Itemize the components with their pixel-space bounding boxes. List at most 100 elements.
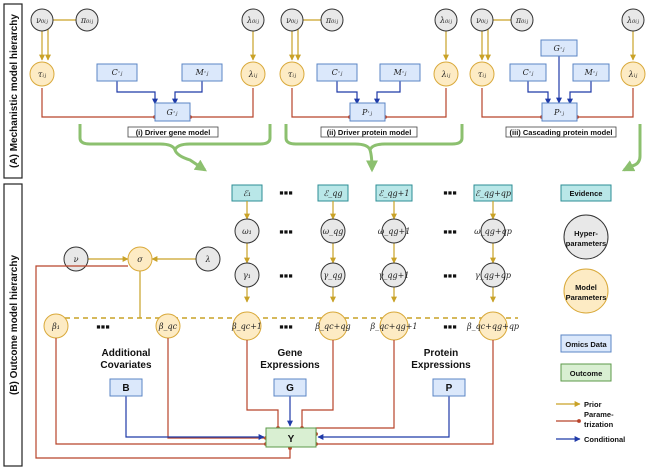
protein-lambda-hyper bbox=[434, 8, 458, 32]
legend-evidence-label: Evidence bbox=[570, 189, 603, 198]
svg-text:τᵢⱼ: τᵢⱼ bbox=[478, 70, 487, 79]
svg-text:(A) Mechanistic model hierarch: (A) Mechanistic model hierarchy bbox=[9, 14, 20, 168]
beta-to-y-lines bbox=[35, 265, 494, 459]
svg-text:M·ⱼ: M·ⱼ bbox=[195, 68, 210, 77]
ellipsis: ▪▪▪ bbox=[279, 185, 293, 200]
cascade-lambda-hyper bbox=[621, 8, 645, 32]
ellipsis: ▪▪▪ bbox=[443, 224, 457, 239]
cascade-pi-hyper bbox=[510, 8, 534, 32]
group-labels: Additional Covariates Gene Expressions P… bbox=[100, 348, 471, 371]
svg-text:G·ⱼ: G·ⱼ bbox=[553, 44, 565, 53]
omega-gamma-chains: ω₁ ▪▪▪ ω_qg ω_qg+1 ▪▪▪ ω_qg+qp γ₁ ▪▪▪ γ_… bbox=[234, 201, 512, 303]
svg-text:Y: Y bbox=[288, 434, 295, 445]
ellipsis: ▪▪▪ bbox=[279, 268, 293, 283]
protein-tau-param bbox=[279, 61, 305, 87]
driver-protein-caption: (ii) Driver protein model bbox=[327, 128, 412, 137]
gamma-qg1 bbox=[381, 262, 407, 288]
svg-text:M·ⱼ: M·ⱼ bbox=[393, 68, 408, 77]
legend-conditional-label: Conditional bbox=[584, 435, 625, 444]
nu-hyper bbox=[63, 246, 89, 272]
cascading-protein-model: ν₀ᵢⱼ π₀ᵢⱼ λ₀ᵢⱼ G·ⱼ τᵢⱼ λᵢⱼ C·ⱼ M·ⱼ P·ⱼ (… bbox=[469, 8, 646, 138]
svg-text:ℰ₁: ℰ₁ bbox=[243, 189, 251, 198]
legend-omics-swatch bbox=[560, 334, 612, 353]
svg-text:π₀ᵢⱼ: π₀ᵢⱼ bbox=[515, 16, 529, 25]
genes-g-box bbox=[273, 378, 307, 397]
driver-protein-model: ν₀ᵢⱼ π₀ᵢⱼ λ₀ᵢⱼ τᵢⱼ λᵢⱼ C·ⱼ M·ⱼ P·ⱼ (ii) … bbox=[279, 8, 459, 138]
driver-gene-caption: (i) Driver gene model bbox=[136, 128, 211, 137]
svg-text:ω₁: ω₁ bbox=[242, 227, 252, 236]
cascade-lambdaij-param bbox=[620, 61, 646, 87]
gene-tau-param bbox=[29, 61, 55, 87]
svg-text:β_qc+qg+qp: β_qc+qg+qp bbox=[466, 322, 519, 331]
protein-nu-hyper bbox=[280, 8, 304, 32]
legend-outcome-label: Outcome bbox=[570, 369, 603, 378]
svg-text:P·ⱼ: P·ⱼ bbox=[361, 108, 373, 117]
section-b-label: (B) Outcome model hierarchy bbox=[3, 183, 23, 467]
cascade-c-box bbox=[509, 63, 547, 82]
svg-text:λᵢⱼ: λᵢⱼ bbox=[248, 70, 259, 79]
sigma-param bbox=[127, 246, 153, 272]
svg-text:τᵢⱼ: τᵢⱼ bbox=[38, 70, 47, 79]
legend-params-swatch bbox=[563, 268, 609, 314]
omega-1 bbox=[234, 218, 260, 244]
svg-text:P·ⱼ: P·ⱼ bbox=[553, 108, 565, 117]
cascade-tau-param bbox=[469, 61, 495, 87]
svg-text:ν: ν bbox=[74, 255, 79, 264]
svg-text:ω_qg: ω_qg bbox=[323, 227, 344, 236]
svg-text:ν₀ᵢⱼ: ν₀ᵢⱼ bbox=[36, 16, 49, 25]
gene-c-box bbox=[96, 63, 138, 82]
legend-omics-label: Omics Data bbox=[565, 340, 607, 349]
protein-p-box bbox=[349, 102, 386, 122]
beta-row: β₁ ▪▪▪ β_qc β_qc+1 ▪▪▪ β_qc+qg β_qc+qg+1… bbox=[43, 311, 519, 341]
svg-text:P: P bbox=[446, 383, 453, 394]
svg-text:τᵢⱼ: τᵢⱼ bbox=[288, 70, 297, 79]
svg-text:C·ⱼ: C·ⱼ bbox=[332, 68, 344, 77]
legend-param-label-2: trization bbox=[584, 420, 614, 429]
svg-text:C·ⱼ: C·ⱼ bbox=[523, 68, 535, 77]
protein-lambdaij-param bbox=[433, 61, 459, 87]
protein-m-box bbox=[379, 63, 421, 82]
gamma-1 bbox=[234, 262, 260, 288]
legend-prior-label: Prior bbox=[584, 400, 602, 409]
cascade-g-box bbox=[540, 39, 578, 57]
svg-text:β_qc+qg+1: β_qc+qg+1 bbox=[370, 322, 418, 331]
variance-hyperpriors: ν σ λ bbox=[63, 246, 221, 318]
cascade-p-box bbox=[541, 102, 578, 122]
svg-text:ℰ_qg: ℰ_qg bbox=[323, 189, 342, 198]
gene-lambda-hyper bbox=[241, 8, 265, 32]
svg-text:G·ⱼ: G·ⱼ bbox=[166, 108, 178, 117]
genes-label-2: Expressions bbox=[260, 360, 320, 371]
svg-text:β_qc: β_qc bbox=[158, 322, 178, 331]
svg-text:β_qc+1: β_qc+1 bbox=[231, 322, 262, 331]
legend: Evidence Hyper- parameters Model Paramet… bbox=[556, 184, 625, 444]
genes-label-1: Gene bbox=[277, 348, 302, 359]
protein-pi-hyper bbox=[320, 8, 344, 32]
gamma-qgp bbox=[480, 262, 506, 288]
svg-text:λᵢⱼ: λᵢⱼ bbox=[628, 70, 639, 79]
legend-param-label-1: Parame- bbox=[584, 410, 614, 419]
svg-text:ν₀ᵢⱼ: ν₀ᵢⱼ bbox=[476, 16, 489, 25]
svg-text:ω_qg+1: ω_qg+1 bbox=[378, 227, 411, 236]
outcome-y-box bbox=[265, 427, 317, 448]
proteins-label-1: Protein bbox=[424, 348, 458, 359]
omega-qg1 bbox=[381, 218, 407, 244]
legend-outcome-swatch bbox=[560, 363, 612, 382]
svg-text:ω_qg+qp: ω_qg+qp bbox=[474, 227, 512, 236]
cascade-nu-hyper bbox=[470, 8, 494, 32]
ellipsis: ▪▪▪ bbox=[443, 319, 457, 334]
omega-qgp bbox=[480, 218, 506, 244]
svg-text:λ: λ bbox=[204, 255, 210, 264]
legend-evidence-swatch bbox=[560, 184, 612, 202]
ellipsis: ▪▪▪ bbox=[443, 185, 457, 200]
covariates-b-box bbox=[109, 378, 143, 397]
svg-text:(B) Outcome model hierarchy: (B) Outcome model hierarchy bbox=[9, 255, 20, 395]
svg-text:γ₁: γ₁ bbox=[243, 271, 251, 280]
svg-text:π₀ᵢⱼ: π₀ᵢⱼ bbox=[80, 16, 94, 25]
svg-text:β₁: β₁ bbox=[51, 322, 60, 331]
ellipsis: ▪▪▪ bbox=[96, 319, 110, 334]
svg-text:γ_qg+qp: γ_qg+qp bbox=[475, 271, 511, 280]
svg-text:M·ⱼ: M·ⱼ bbox=[584, 68, 599, 77]
svg-text:λ₀ᵢⱼ: λ₀ᵢⱼ bbox=[439, 16, 453, 25]
protein-c-box bbox=[316, 63, 358, 82]
